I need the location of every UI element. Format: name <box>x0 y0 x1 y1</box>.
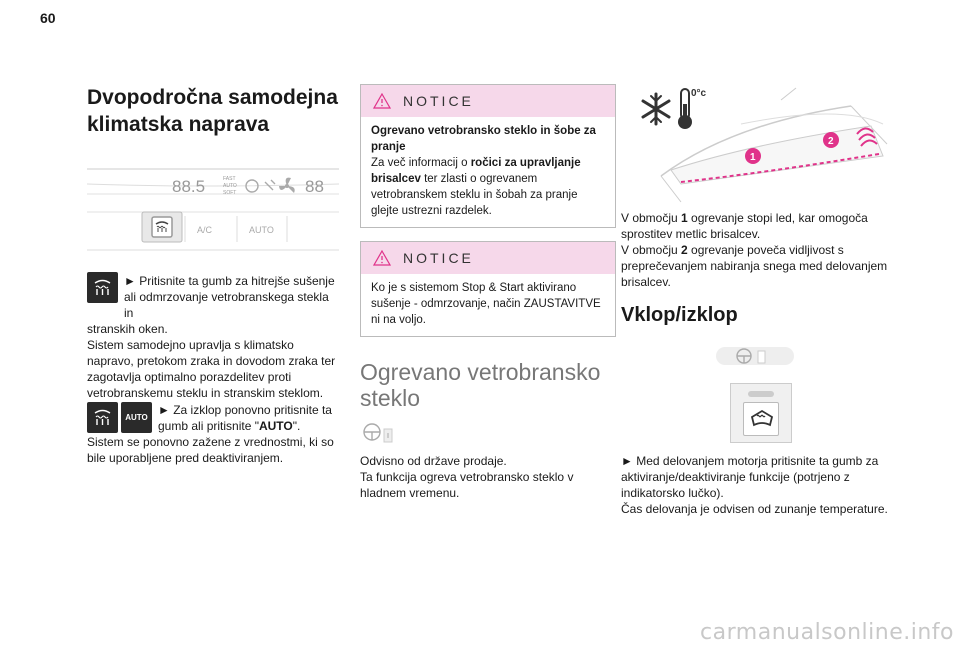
column-right: 0°c 1 2 V območju 1 ogrevanje stopi led,… <box>621 84 889 517</box>
defrost-button-icon <box>151 216 173 238</box>
notice-label-1: NOTICE <box>403 93 474 109</box>
panel-fast: FAST <box>223 176 236 182</box>
svg-text:2: 2 <box>828 136 834 147</box>
availability-note: Odvisno od države prodaje. <box>360 454 507 468</box>
zone-1-text: V območju 1 ogrevanje stopi led, kar omo… <box>621 211 868 241</box>
page-number: 60 <box>40 10 56 26</box>
climate-panel-illustration: 88.5 FAST AUTO SOFT 88 A/C AUTO <box>87 164 339 256</box>
notice-label-2: NOTICE <box>403 250 474 266</box>
panel-auto: AUTO <box>223 183 237 189</box>
title-line-1: Dvopodročna samodejna <box>87 86 338 109</box>
zone-1-marker <box>745 148 761 164</box>
switch-off-paragraph: AUTO ► Za izklop ponovno pritisnite ta g… <box>87 402 339 434</box>
column-middle: NOTICE Ogrevano vetrobransko steklo in š… <box>360 84 616 501</box>
notice-1-text: Za več informacij o ročici za upravljanj… <box>371 157 581 217</box>
zone-description: V območju 1 ogrevanje stopi led, kar omo… <box>621 210 889 290</box>
thermometer-icon <box>678 88 692 129</box>
on-off-instruction: ► Med delovanjem motorja pritisnite ta g… <box>621 454 879 500</box>
notice-2-text: Ko je s sistemom Stop & Start aktivirano… <box>371 282 601 326</box>
panel-display-left: 88.5 <box>172 177 205 196</box>
section-title: Dvopodročna samodejna klimatska naprava <box>87 84 339 138</box>
restart-description: Sistem se ponovno zažene z vrednostmi, k… <box>87 435 334 465</box>
notice-1-heading: Ogrevano vetrobransko steklo in šobe za … <box>371 125 596 153</box>
on-off-description: ► Med delovanjem motorja pritisnite ta g… <box>621 453 889 517</box>
system-description: Sistem samodejno upravlja s klimatsko na… <box>87 338 336 400</box>
section-heading-on-off: Vklop/izklop <box>621 304 738 326</box>
zone-2-text: V območju 2 ogrevanje poveča vidljivost … <box>621 243 888 289</box>
defrost-instruction-3: stranskih oken. <box>87 322 168 336</box>
panel-btn-auto: AUTO <box>249 225 274 235</box>
panel-display-right: 88 <box>305 177 324 196</box>
recirculation-icon <box>245 179 259 193</box>
snowflake-icon <box>641 92 671 126</box>
max-defrost-icon <box>87 272 118 303</box>
notice-box-2: NOTICE Ko je s sistemom Stop & Start akt… <box>360 241 616 337</box>
switch-off-instruction-2: gumb ali pritisnite "AUTO". <box>158 419 301 433</box>
function-description: Ta funkcija ogreva vetrobransko steklo v… <box>360 470 574 500</box>
column-left: Dvopodročna samodejna klimatska naprava … <box>87 84 339 466</box>
airflow-icon <box>264 179 276 191</box>
title-line-2: klimatska naprava <box>87 113 270 136</box>
heated-windscreen-text: Odvisno od države prodaje. Ta funkcija o… <box>360 453 616 501</box>
max-defrost-icon-2 <box>87 402 118 433</box>
panel-soft: SOFT <box>223 190 236 196</box>
section-heading-heated-windscreen: Ogrevano vetrobransko steklo <box>360 359 601 411</box>
steering-wheel-icon <box>363 423 393 443</box>
panel-btn-ac: A/C <box>197 225 213 235</box>
heating-wires <box>680 127 880 183</box>
warning-triangle-icon <box>373 93 391 109</box>
defrost-paragraph: ► Pritisnite ta gumb za hitrejše sušenje… <box>87 272 339 401</box>
notice-box-1: NOTICE Ogrevano vetrobransko steklo in š… <box>360 84 616 228</box>
warning-triangle-icon <box>373 250 391 266</box>
temperature-label: 0°c <box>691 88 707 99</box>
auto-icon: AUTO <box>121 402 152 433</box>
defrost-instruction-2: ali odmrzovanje vetrobranskega stekla in <box>124 290 329 320</box>
steering-wheel-icon <box>716 347 794 365</box>
watermark: carmanualsonline.info <box>700 620 954 645</box>
duration-note: Čas delovanja je odvisen od zunanje temp… <box>621 502 888 516</box>
fan-icon <box>279 177 295 193</box>
windscreen-defrost-icon <box>750 409 774 427</box>
zone-2-marker <box>823 132 839 148</box>
heated-windscreen-button[interactable] <box>730 383 792 443</box>
svg-text:1: 1 <box>750 152 756 163</box>
defrost-instruction-1: ► Pritisnite ta gumb za hitrejše sušenje <box>124 274 335 288</box>
switch-off-instruction-1: ► Za izklop ponovno pritisnite ta <box>158 403 332 417</box>
heated-windscreen-illustration: 0°c 1 2 <box>641 87 888 203</box>
